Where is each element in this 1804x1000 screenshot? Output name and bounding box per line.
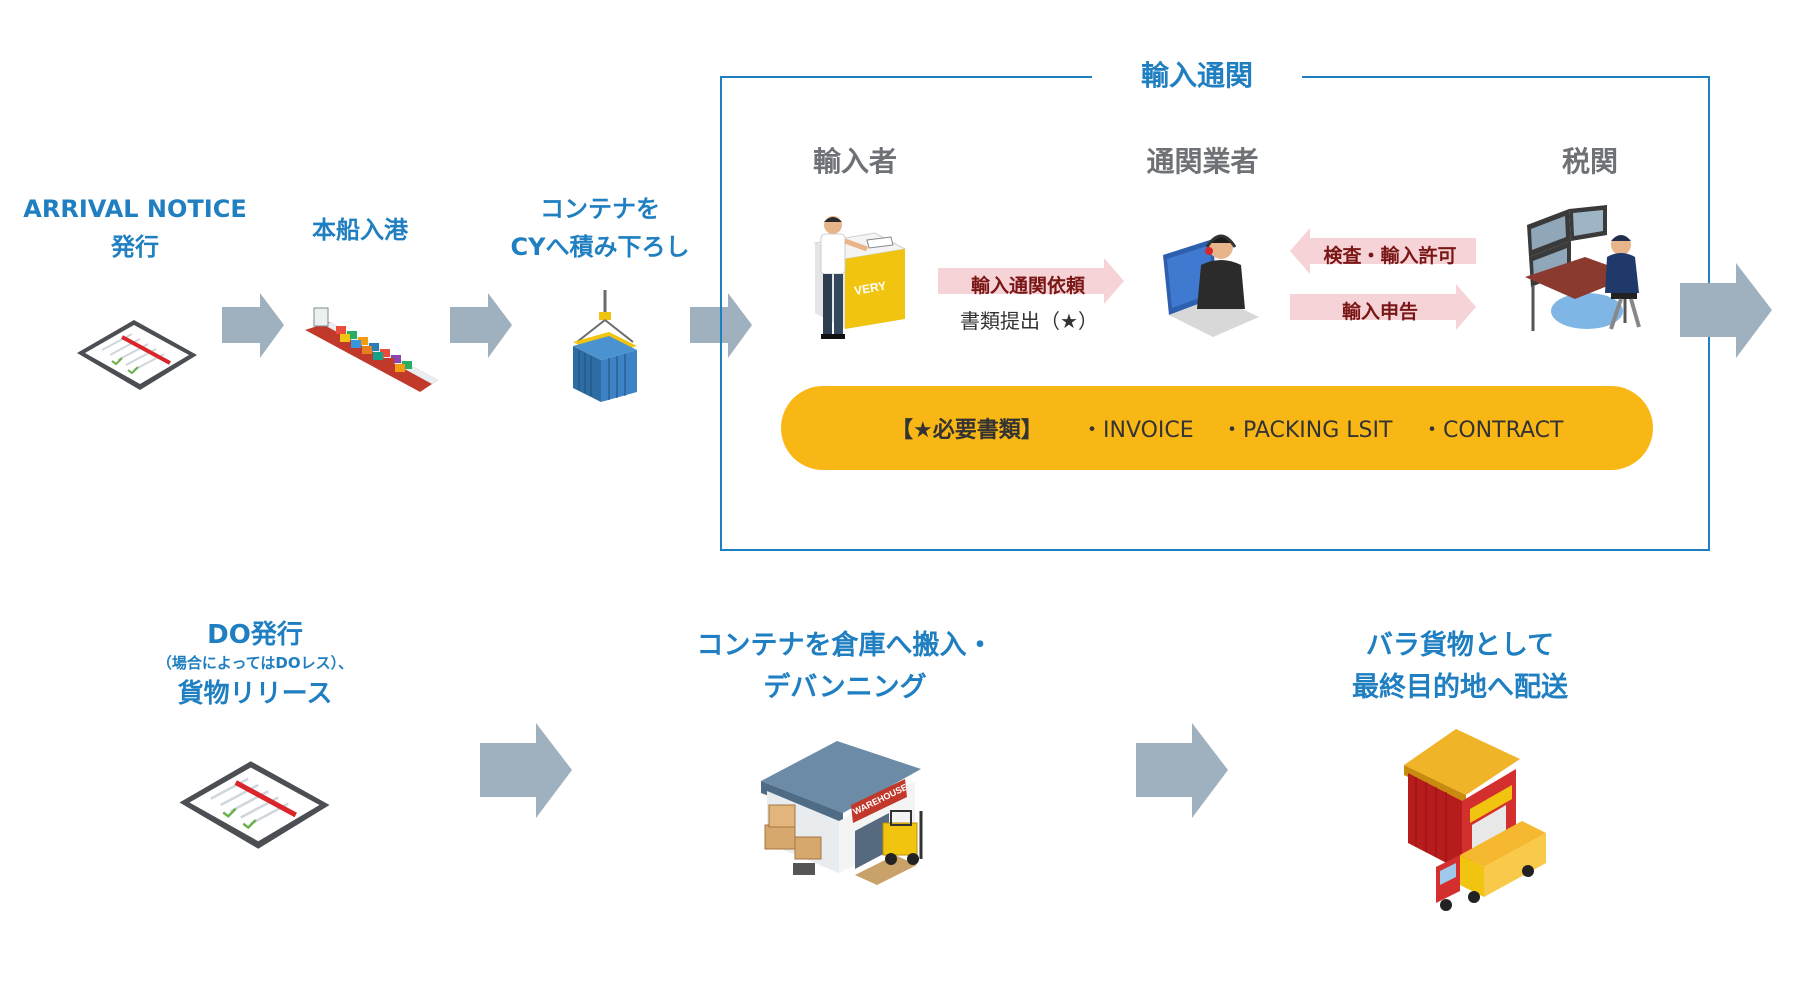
flow-arrow-1	[222, 293, 284, 358]
importer-person-icon: VERY	[813, 216, 907, 339]
step-do-issue-label: DO発行 （場合によってはDOレス）、 貨物リリース	[156, 620, 354, 709]
request-note: 書類提出（★）	[960, 309, 1098, 333]
request-arrow-label: 輸入通関依頼	[970, 275, 1085, 297]
importer-label: 輸入者	[812, 145, 897, 178]
warehouse-forklift-icon: WAREHOUSE	[761, 741, 923, 885]
document-contract: ・CONTRACT	[1421, 418, 1564, 443]
tablet-icon	[77, 320, 197, 390]
flow-arrow-6	[1136, 723, 1228, 818]
step-vessel-arrival-label: 本船入港	[312, 216, 408, 244]
container-crane-icon	[573, 290, 637, 402]
step-delivery-label: バラ貨物として 最終目的地へ配送	[1352, 630, 1568, 703]
step-arrival-notice-label: ARRIVAL NOTICE 発行	[23, 195, 247, 261]
ship-icon	[305, 307, 438, 396]
declaration-arrow	[1290, 284, 1476, 330]
inspection-arrow-label: 検査・輸入許可	[1323, 245, 1457, 267]
import-customs-title: 輸入通関	[1092, 54, 1302, 98]
required-documents-heading: 【★必要書類】	[891, 418, 1043, 443]
warehouse-truck-icon	[1404, 729, 1546, 911]
customs-officer-icon	[1525, 205, 1641, 331]
step-container-unload-label: コンテナを CYへ積み下ろし	[510, 195, 690, 261]
flow-arrow-4	[1680, 263, 1772, 358]
broker-label: 通関業者	[1146, 145, 1259, 178]
customs-office-label: 税関	[1561, 145, 1618, 178]
declaration-arrow-label: 輸入申告	[1341, 301, 1418, 323]
flow-arrow-2	[450, 293, 512, 358]
document-packing-list: ・PACKING LSIT	[1221, 418, 1393, 443]
importer-sign-text: VERY	[853, 279, 887, 298]
document-invoice: ・INVOICE	[1081, 418, 1194, 443]
flow-arrow-5	[480, 723, 572, 818]
tablet-icon	[179, 761, 330, 849]
request-arrow	[938, 258, 1124, 304]
broker-headset-icon	[1163, 234, 1259, 337]
step-devanning-label: コンテナを倉庫へ搬入・ デバンニング	[696, 630, 994, 703]
inspection-arrow	[1290, 228, 1476, 274]
required-documents-pill: 【★必要書類】 ・INVOICE ・PACKING LSIT ・CONTRACT	[781, 386, 1653, 470]
